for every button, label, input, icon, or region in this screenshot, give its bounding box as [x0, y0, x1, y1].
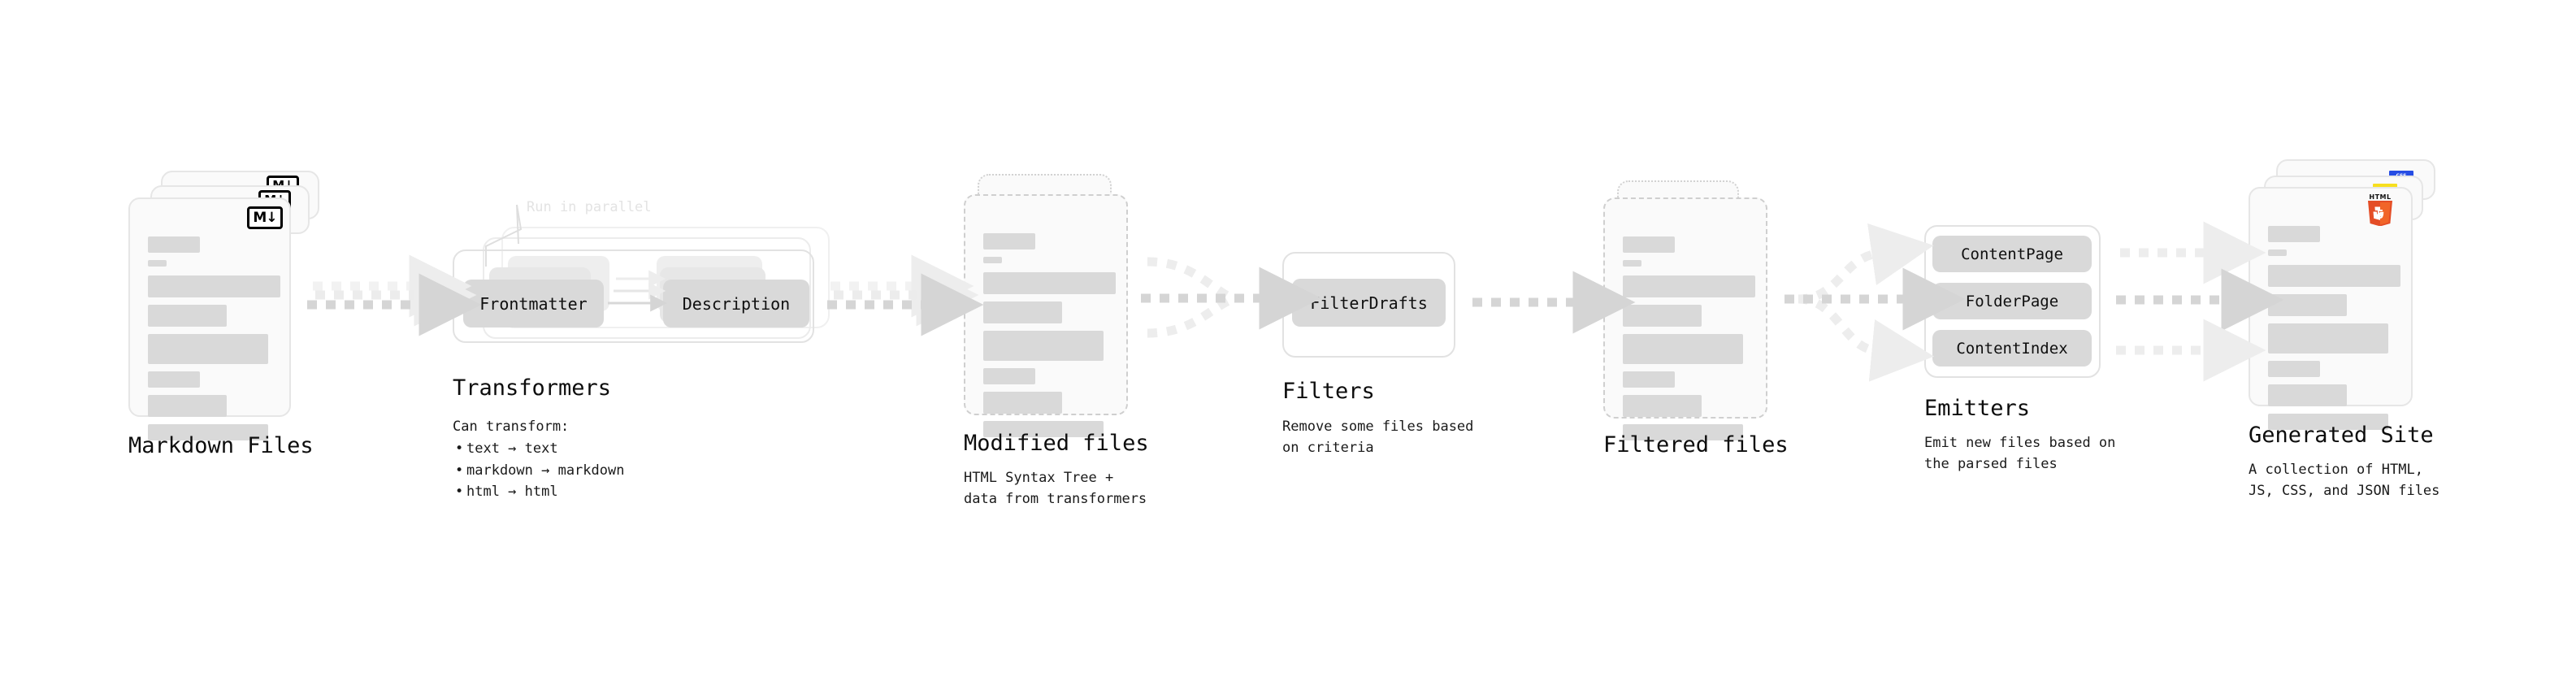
markdown-files-title: Markdown Files	[128, 433, 314, 458]
filtered-files-title: Filtered files	[1603, 432, 1789, 458]
placeholder-bar	[2268, 384, 2347, 406]
placeholder-bar	[1623, 395, 1702, 417]
contentindex-chip[interactable]: ContentIndex	[1932, 330, 2092, 367]
placeholder-bar	[2268, 323, 2388, 354]
connector-modified-to-filters	[1141, 257, 1322, 338]
modified-files-subtitle: HTML Syntax Tree + data from transformer…	[964, 470, 1147, 507]
placeholder-bar	[148, 305, 227, 327]
contentpage-chip[interactable]: ContentPage	[1932, 236, 2092, 272]
generated-card-lines	[2268, 226, 2400, 437]
placeholder-bar	[983, 421, 1104, 437]
placeholder-bar	[1623, 236, 1675, 253]
transformers-title: Transformers	[453, 375, 612, 401]
filterdrafts-chip[interactable]: FilterDrafts	[1292, 279, 1446, 327]
html5-icon-word: HTML	[2369, 193, 2392, 201]
placeholder-bar	[1623, 260, 1641, 267]
placeholder-bar	[148, 424, 268, 440]
placeholder-bar	[1623, 424, 1743, 440]
emitters-title: Emitters	[1924, 396, 2031, 421]
placeholder-bar	[148, 275, 280, 297]
placeholder-bar	[2268, 361, 2320, 377]
placeholder-bar	[2268, 226, 2320, 242]
generated-site-title: Generated Site	[2249, 423, 2434, 448]
modified-files-title: Modified files	[964, 431, 1149, 456]
placeholder-bar	[148, 236, 200, 253]
connector-transformers-to-modified	[827, 254, 984, 336]
emitters-subtitle: Emit new files based on the parsed files	[1924, 435, 2116, 472]
filtered-card-front	[1603, 197, 1767, 440]
html5-shield: 5	[2368, 201, 2392, 227]
placeholder-bar	[1623, 371, 1675, 388]
markdown-icon-label: M	[253, 209, 267, 226]
list-item: markdown → markdown	[455, 460, 625, 482]
connector-md-to-transformers	[307, 254, 482, 336]
placeholder-bar	[983, 272, 1116, 294]
placeholder-bar	[148, 395, 227, 417]
placeholder-bar	[983, 301, 1062, 323]
placeholder-bar	[983, 257, 1002, 263]
transformers-bullet-list: text → text markdown → markdown html → h…	[453, 438, 625, 503]
list-item: html → html	[455, 481, 624, 503]
folderpage-chip[interactable]: FolderPage	[1932, 283, 2092, 319]
markdown-card-lines	[148, 236, 280, 448]
run-in-parallel-note: Run in parallel	[527, 199, 652, 215]
modified-card-lines	[983, 233, 1116, 445]
modified-card-front	[964, 194, 1128, 437]
list-item: text → text	[455, 438, 624, 460]
placeholder-bar	[983, 331, 1104, 361]
html5-icon: HTML 5	[2366, 193, 2394, 227]
placeholder-bar	[148, 260, 167, 267]
placeholder-bar	[2268, 249, 2287, 256]
html5-icon-number: 5	[2376, 207, 2383, 222]
generated-site-subtitle: A collection of HTML, JS, CSS, and JSON …	[2249, 462, 2440, 499]
connector-filtered-to-emitters	[1785, 223, 1966, 382]
filters-title: Filters	[1282, 379, 1375, 404]
placeholder-bar	[983, 368, 1035, 384]
placeholder-bar	[148, 371, 200, 388]
placeholder-bar	[2268, 294, 2347, 316]
placeholder-bar	[1623, 305, 1702, 327]
placeholder-bar	[983, 392, 1062, 414]
description-chip[interactable]: Description	[663, 280, 809, 327]
transformers-bullets-lead: Can transform:	[453, 419, 570, 435]
markdown-card-front	[128, 197, 291, 440]
placeholder-bar	[983, 233, 1035, 249]
filters-subtitle: Remove some files based on criteria	[1282, 419, 1474, 456]
placeholder-bar	[1623, 275, 1755, 297]
frontmatter-chip[interactable]: Frontmatter	[463, 280, 604, 327]
markdown-icon: M↓	[247, 206, 283, 229]
transformers-bullets: Can transform: text → text markdown → ma…	[453, 416, 625, 503]
placeholder-bar	[2268, 414, 2388, 430]
placeholder-bar	[1623, 334, 1743, 364]
filtered-card-lines	[1623, 236, 1755, 448]
placeholder-bar	[148, 334, 268, 364]
placeholder-bar	[2268, 265, 2400, 287]
connector-emitters-to-site	[2116, 221, 2284, 382]
